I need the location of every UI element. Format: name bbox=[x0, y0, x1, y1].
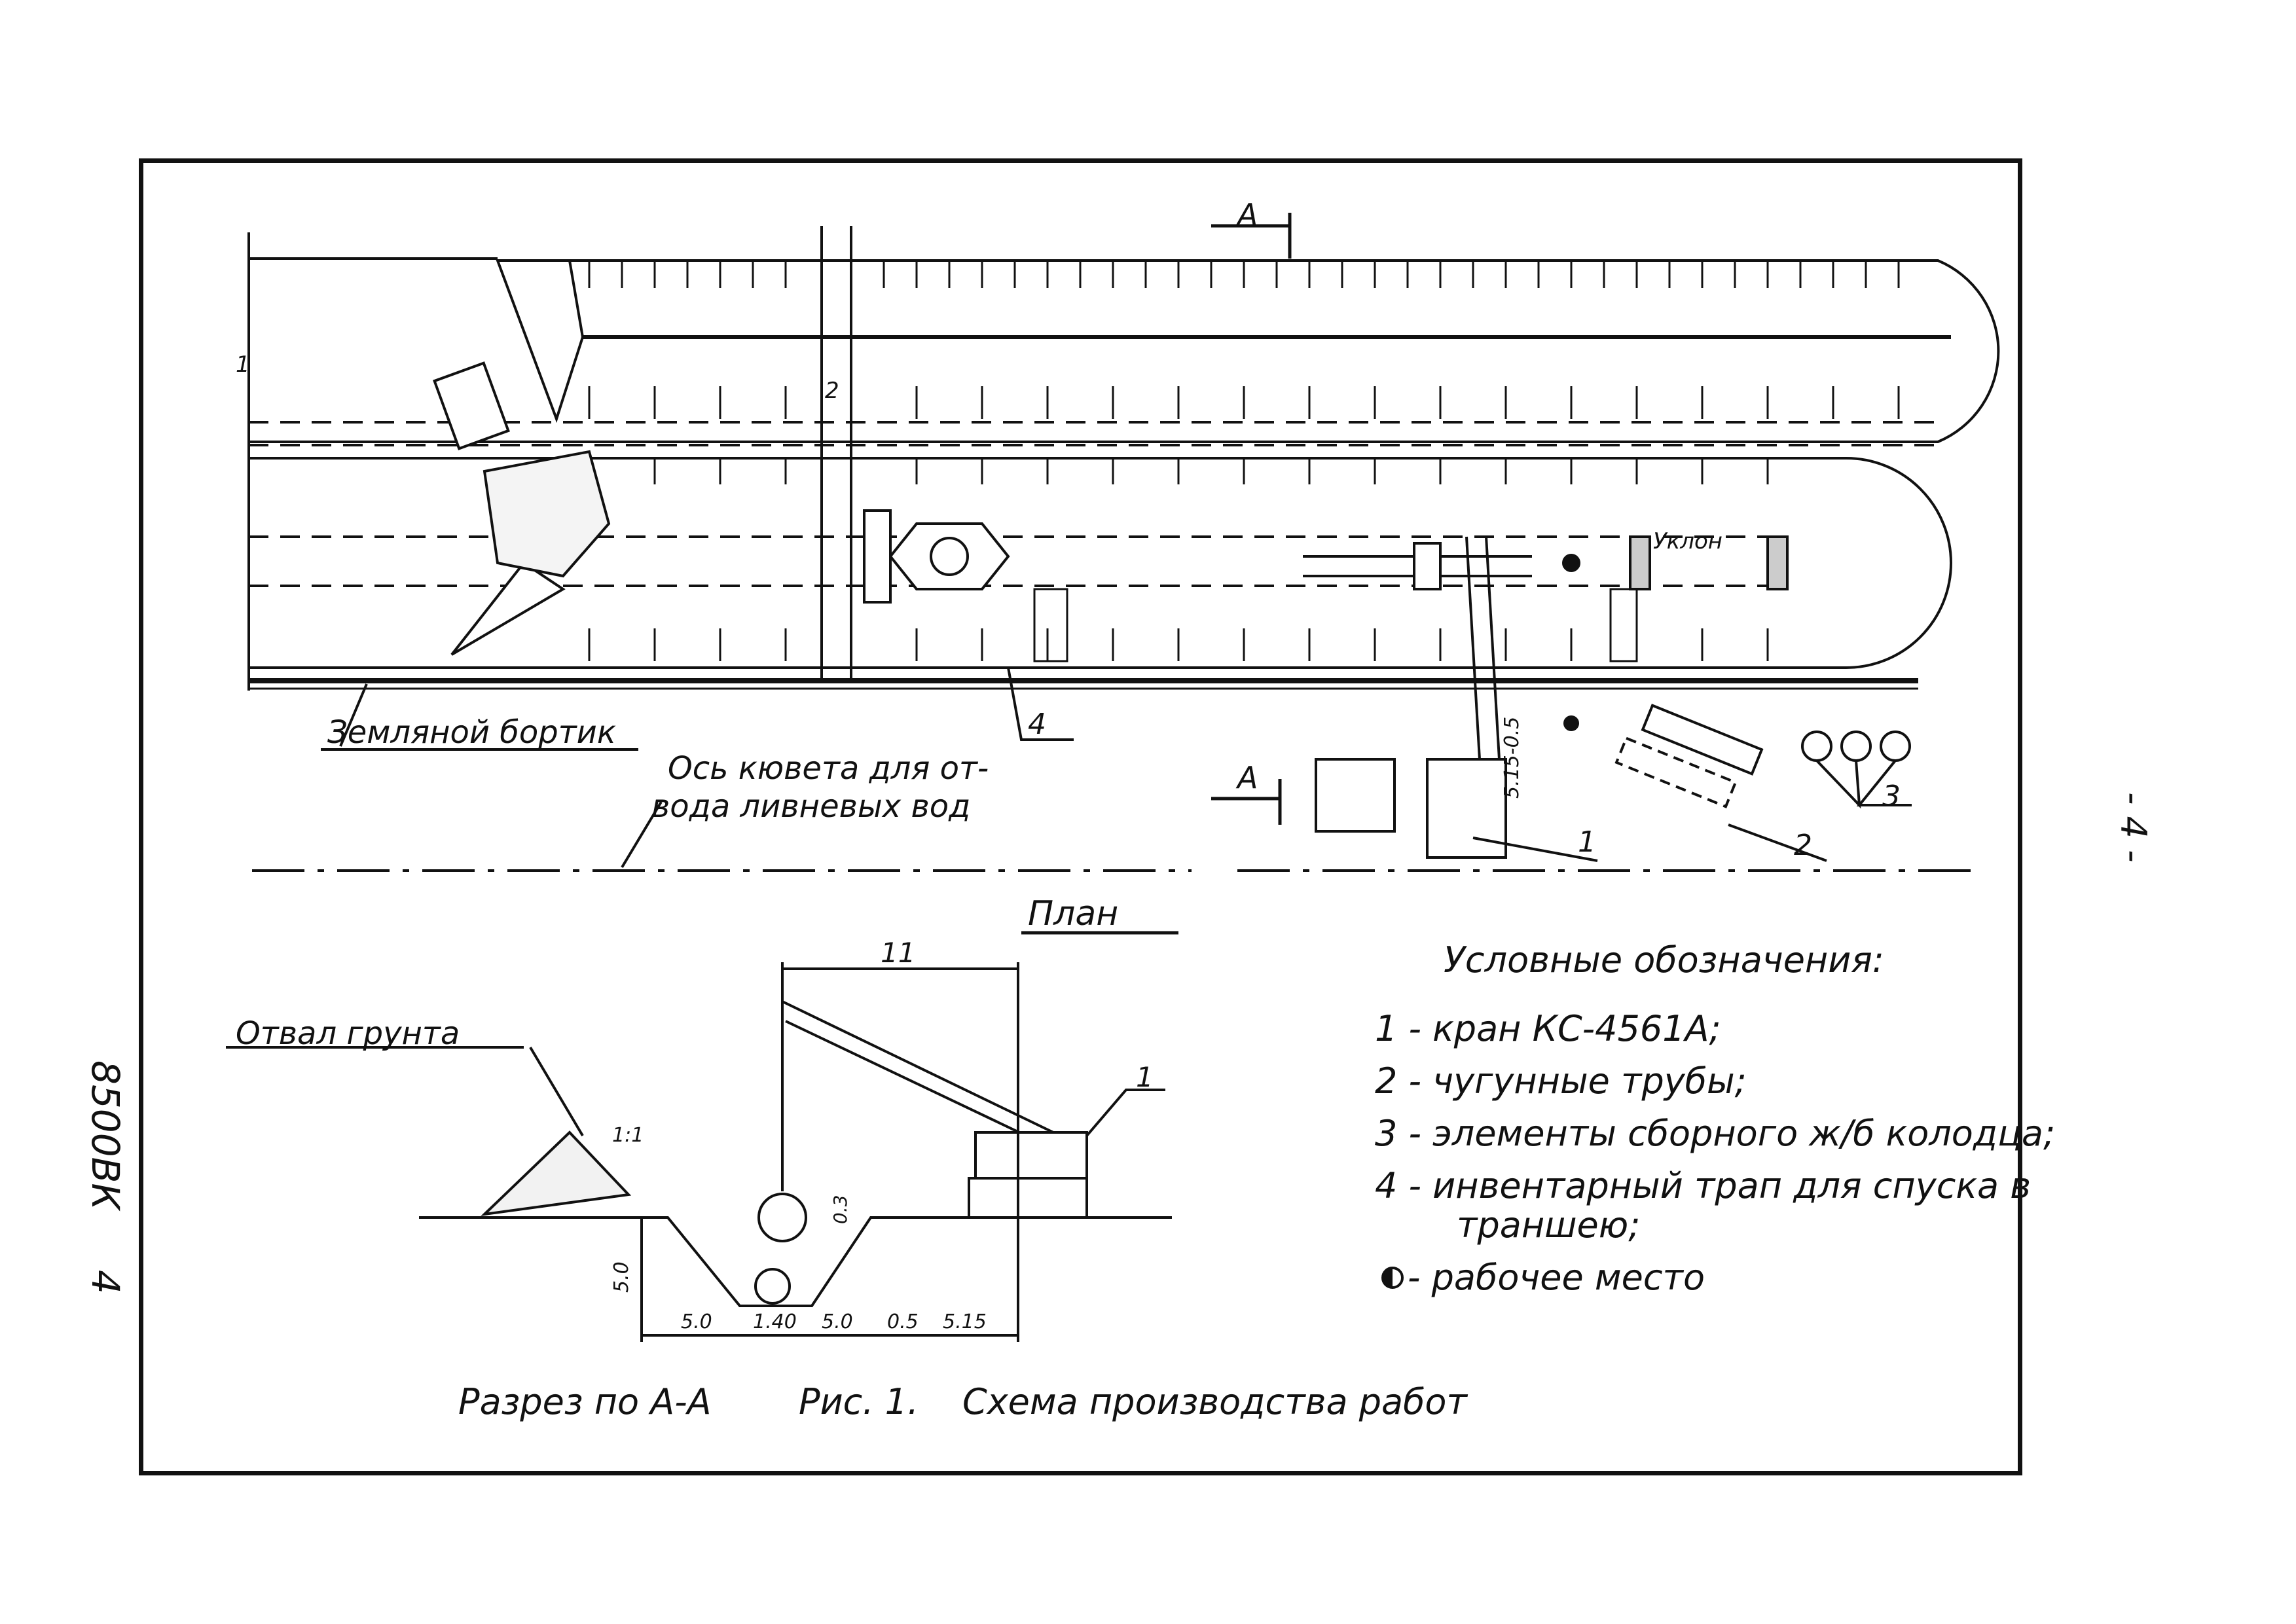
slope-label: Уклон bbox=[1653, 528, 1723, 554]
bottom-dim-1: 5.0 bbox=[681, 1310, 712, 1333]
lower-trench-outline bbox=[249, 457, 1952, 669]
caption-figure: Рис. 1. bbox=[799, 1381, 919, 1422]
legend-item-3: 3 - элементы сборного ж/б колодца; bbox=[1375, 1113, 2056, 1154]
pipe-stack-2 bbox=[1614, 736, 1738, 808]
legend-item-1: 1 - кран КС-4561А; bbox=[1375, 1008, 1721, 1049]
manhole-frame bbox=[888, 522, 1010, 590]
ground-profile bbox=[419, 1216, 1172, 1307]
excavator-boom-upper bbox=[496, 259, 585, 424]
crane-callout-leader bbox=[1085, 1089, 1165, 1137]
callout-2: 2 bbox=[1794, 829, 1812, 862]
caption-section: Разрез по А-А bbox=[458, 1381, 712, 1422]
crane-boom-section bbox=[782, 1000, 1074, 1153]
pipe-on-hook bbox=[757, 1193, 807, 1242]
earth-berm-label: Земляной бортик bbox=[327, 714, 616, 751]
excavator-bucket bbox=[483, 450, 611, 578]
workplace-marker bbox=[1562, 554, 1580, 572]
ditch-axis-leader bbox=[621, 801, 663, 869]
leader-4 bbox=[1007, 667, 1074, 741]
bottom-dim-5: 5.15 bbox=[943, 1310, 987, 1333]
crane-body-section bbox=[974, 1131, 1088, 1183]
legend-item-4: 4 - инвентарный трап для спуска в bbox=[1375, 1165, 2032, 1206]
ladder-4 bbox=[1033, 588, 1068, 662]
reach-dim: 11 bbox=[881, 937, 916, 969]
slope-hatch-2 bbox=[1766, 535, 1789, 590]
plan-title: План bbox=[1028, 894, 1119, 933]
drawing-frame bbox=[139, 158, 2022, 1475]
ditch-axis-label-2: вода ливневых вод bbox=[651, 788, 971, 825]
upper-trench-outline bbox=[249, 259, 2000, 443]
dim-03: 0.3 bbox=[829, 1195, 851, 1224]
leader-1 bbox=[1472, 837, 1598, 862]
dim-2-label: 2 bbox=[825, 378, 839, 404]
crane-base-section bbox=[968, 1177, 1088, 1219]
crane-cab-plan bbox=[1315, 758, 1396, 833]
pipe-stack-1 bbox=[1641, 704, 1764, 776]
ditch-axis-label-1: Ось кювета для от- bbox=[668, 750, 989, 787]
crane-jib-plan-2 bbox=[1485, 536, 1501, 760]
ring-3a bbox=[1801, 731, 1832, 762]
lower-trench-hatch bbox=[588, 458, 1769, 661]
bottom-dim-3: 5.0 bbox=[822, 1310, 853, 1333]
slope-ratio-label: 1:1 bbox=[612, 1124, 644, 1147]
excavator-cab bbox=[433, 361, 510, 450]
caption-title: Схема производства работ bbox=[962, 1381, 1467, 1422]
spoil-heap bbox=[481, 1130, 632, 1216]
legend-item-5: - рабочее место bbox=[1408, 1257, 1705, 1298]
earth-berm-leader bbox=[339, 683, 368, 747]
ladder-right bbox=[1609, 588, 1638, 662]
excavator-boom-lower bbox=[450, 561, 566, 656]
sheet-number-side: 4 bbox=[83, 1270, 128, 1294]
section-drawing bbox=[226, 962, 1172, 1342]
workplace-icon bbox=[1381, 1267, 1404, 1289]
ring-3c bbox=[1880, 731, 1911, 762]
ring-3b bbox=[1840, 731, 1872, 762]
manhole-wall bbox=[863, 509, 892, 604]
callout-3: 3 bbox=[1882, 780, 1901, 813]
depth-dim: 5.0 bbox=[610, 1261, 633, 1293]
workplace-dot bbox=[1563, 715, 1579, 731]
legend-title: Условные обозначения: bbox=[1444, 939, 1884, 981]
legend-item-2: 2 - чугунные трубы; bbox=[1375, 1060, 1747, 1102]
bottom-dim-2: 1.40 bbox=[753, 1310, 797, 1333]
spoil-leader bbox=[529, 1046, 584, 1137]
sheet-number-right: - 4 - bbox=[2113, 792, 2154, 863]
section-a-top-label: А bbox=[1237, 197, 1258, 232]
crane-body-plan bbox=[1426, 758, 1507, 859]
ring-3-leader bbox=[1815, 759, 1912, 809]
manhole-ring bbox=[930, 537, 969, 576]
legend-item-4-cont: траншею; bbox=[1457, 1204, 1641, 1246]
bottom-dim-4: 0.5 bbox=[887, 1310, 919, 1333]
crane-offset-label: 5.15-0.5 bbox=[1501, 716, 1523, 799]
dim-1-label: 1 bbox=[236, 352, 250, 378]
crane-jib-plan-1 bbox=[1465, 536, 1481, 760]
upper-trench-hatch bbox=[522, 262, 1900, 419]
pipe-in-trench bbox=[754, 1268, 791, 1305]
leader-2 bbox=[1728, 823, 1827, 862]
callout-4: 4 bbox=[1028, 708, 1046, 741]
crane-callout-section: 1 bbox=[1136, 1061, 1154, 1093]
doc-code: 8500ВК bbox=[83, 1060, 128, 1210]
spoil-label: Отвал грунта bbox=[236, 1015, 460, 1052]
section-a-bottom-label: А bbox=[1237, 760, 1258, 795]
callout-1: 1 bbox=[1578, 825, 1596, 859]
slope-hatch-1 bbox=[1629, 535, 1651, 590]
pipe-joint bbox=[1413, 542, 1442, 590]
